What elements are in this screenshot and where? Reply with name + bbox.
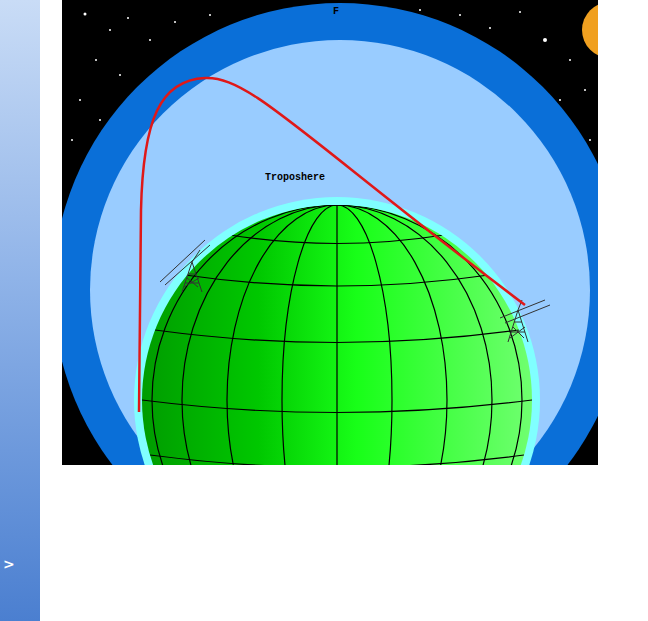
tower-right — [500, 300, 550, 342]
ionosphere-layer: F — [331, 5, 341, 18]
tower-left — [160, 240, 210, 292]
atmosphere-layer: Troposhere — [263, 171, 327, 184]
radio-path — [139, 78, 525, 412]
nav-arrow: > — [3, 556, 15, 572]
layer-name: F — [333, 6, 339, 17]
layer-name: Troposhere — [265, 172, 325, 183]
side-bar — [0, 0, 40, 621]
